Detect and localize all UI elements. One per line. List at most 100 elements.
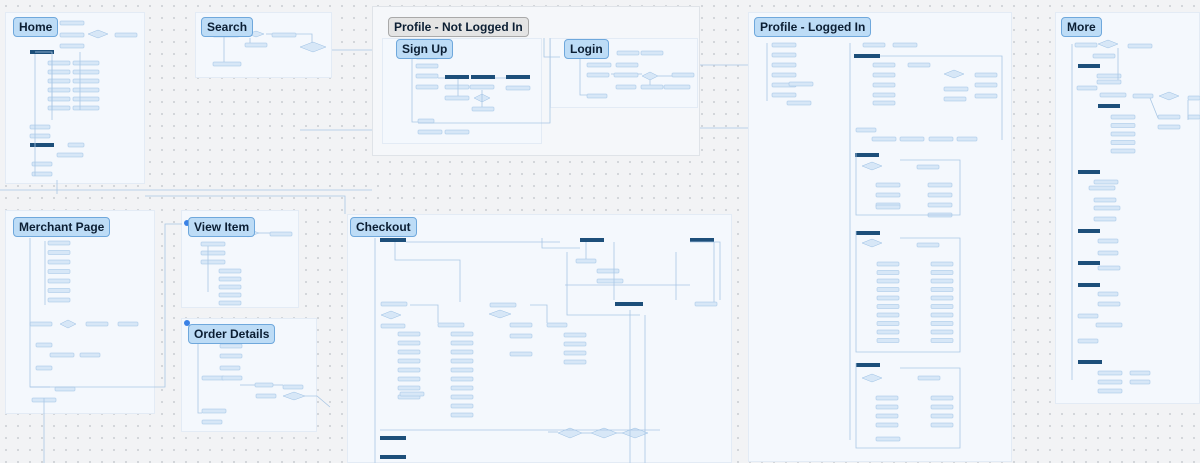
- flow-node[interactable]: [47, 87, 71, 93]
- flow-decision[interactable]: [590, 427, 618, 439]
- flow-node[interactable]: [450, 340, 474, 346]
- flow-node[interactable]: [509, 333, 533, 339]
- flow-node[interactable]: [872, 82, 896, 88]
- flow-node[interactable]: [927, 202, 953, 208]
- flow-node[interactable]: [47, 240, 71, 246]
- flow-node[interactable]: [575, 258, 597, 264]
- connector-dot[interactable]: [184, 320, 190, 326]
- flow-node[interactable]: [450, 376, 474, 382]
- flow-node[interactable]: [1097, 291, 1119, 297]
- flow-header-node[interactable]: [1078, 360, 1102, 364]
- flow-node[interactable]: [876, 338, 900, 343]
- flow-node[interactable]: [876, 287, 900, 292]
- flow-node[interactable]: [876, 270, 900, 275]
- flow-node[interactable]: [1096, 73, 1122, 79]
- flow-node[interactable]: [415, 73, 439, 79]
- flow-header-node[interactable]: [1078, 64, 1100, 68]
- flow-node[interactable]: [201, 408, 227, 414]
- flow-node[interactable]: [509, 351, 533, 357]
- flow-node[interactable]: [1076, 85, 1098, 91]
- flow-node[interactable]: [876, 321, 900, 326]
- flow-node[interactable]: [771, 72, 797, 78]
- flow-node[interactable]: [56, 152, 84, 158]
- flow-node[interactable]: [892, 42, 918, 48]
- flow-node[interactable]: [1127, 43, 1153, 49]
- flow-decision[interactable]: [621, 427, 649, 439]
- flow-node[interactable]: [927, 182, 953, 188]
- flow-node[interactable]: [72, 69, 100, 75]
- flow-node[interactable]: [916, 164, 940, 170]
- flow-node[interactable]: [899, 136, 925, 142]
- flow-node[interactable]: [114, 32, 138, 38]
- flow-node[interactable]: [31, 161, 53, 167]
- flow-node[interactable]: [1097, 301, 1121, 307]
- flow-node[interactable]: [916, 242, 940, 248]
- flow-node[interactable]: [876, 295, 900, 301]
- flow-node[interactable]: [417, 129, 443, 135]
- flow-node[interactable]: [31, 171, 53, 177]
- flow-decision[interactable]: [943, 69, 965, 79]
- section-tag-profile-not-logged-in[interactable]: Profile - Not Logged In: [388, 17, 529, 37]
- flow-node[interactable]: [415, 84, 439, 90]
- section-tag-home[interactable]: Home: [13, 17, 59, 37]
- flow-decision[interactable]: [861, 373, 883, 383]
- flow-header-node[interactable]: [30, 143, 54, 147]
- flow-node[interactable]: [29, 124, 51, 130]
- section-tag-checkout[interactable]: Checkout: [350, 217, 417, 237]
- flow-header-node[interactable]: [856, 363, 880, 367]
- flow-node[interactable]: [47, 297, 71, 303]
- flow-decision[interactable]: [641, 71, 659, 81]
- flow-decision[interactable]: [380, 310, 402, 320]
- flow-node[interactable]: [930, 329, 954, 335]
- section-tag-view-item[interactable]: View Item: [188, 217, 256, 237]
- flow-node[interactable]: [269, 231, 293, 237]
- flow-node[interactable]: [47, 96, 71, 102]
- flow-node[interactable]: [1077, 313, 1099, 319]
- flow-header-node[interactable]: [855, 153, 879, 157]
- flow-node[interactable]: [255, 393, 277, 399]
- flow-node[interactable]: [872, 62, 896, 68]
- flow-node[interactable]: [47, 288, 71, 293]
- flow-node[interactable]: [875, 436, 901, 442]
- flow-header-node[interactable]: [1078, 261, 1100, 265]
- flow-node[interactable]: [450, 331, 474, 337]
- flow-node[interactable]: [254, 382, 274, 388]
- flow-node[interactable]: [694, 301, 718, 307]
- flow-node[interactable]: [271, 32, 297, 38]
- flow-node[interactable]: [218, 284, 242, 290]
- flow-node[interactable]: [563, 359, 587, 365]
- flow-node[interactable]: [397, 358, 421, 364]
- flow-header-node[interactable]: [856, 231, 880, 235]
- flow-node[interactable]: [1110, 114, 1136, 120]
- flow-node[interactable]: [563, 332, 587, 338]
- flow-node[interactable]: [1095, 322, 1123, 328]
- flow-node[interactable]: [59, 43, 85, 49]
- flow-node[interactable]: [218, 300, 242, 306]
- flow-header-node[interactable]: [854, 54, 880, 58]
- flow-node[interactable]: [219, 365, 241, 371]
- flow-node[interactable]: [1088, 185, 1116, 191]
- flow-node[interactable]: [72, 105, 100, 111]
- flow-node[interactable]: [872, 92, 896, 98]
- flow-header-node[interactable]: [1078, 283, 1100, 287]
- flow-node[interactable]: [930, 422, 954, 428]
- flow-node[interactable]: [930, 413, 954, 419]
- flow-node[interactable]: [1187, 114, 1200, 120]
- flow-node[interactable]: [930, 404, 954, 410]
- flow-node[interactable]: [671, 72, 695, 78]
- flow-node[interactable]: [85, 321, 109, 327]
- flow-node[interactable]: [1093, 197, 1117, 203]
- flow-node[interactable]: [930, 321, 954, 326]
- flow-node[interactable]: [930, 287, 954, 292]
- flow-node[interactable]: [218, 268, 242, 274]
- flow-node[interactable]: [974, 93, 998, 99]
- flow-node[interactable]: [47, 259, 71, 265]
- flow-node[interactable]: [380, 323, 406, 329]
- flow-node[interactable]: [927, 192, 953, 198]
- flow-header-node[interactable]: [445, 75, 469, 79]
- flow-node[interactable]: [640, 84, 664, 90]
- flow-node[interactable]: [1110, 131, 1136, 137]
- flow-node[interactable]: [72, 96, 100, 102]
- flow-header-node[interactable]: [580, 238, 604, 242]
- flow-node[interactable]: [380, 301, 408, 307]
